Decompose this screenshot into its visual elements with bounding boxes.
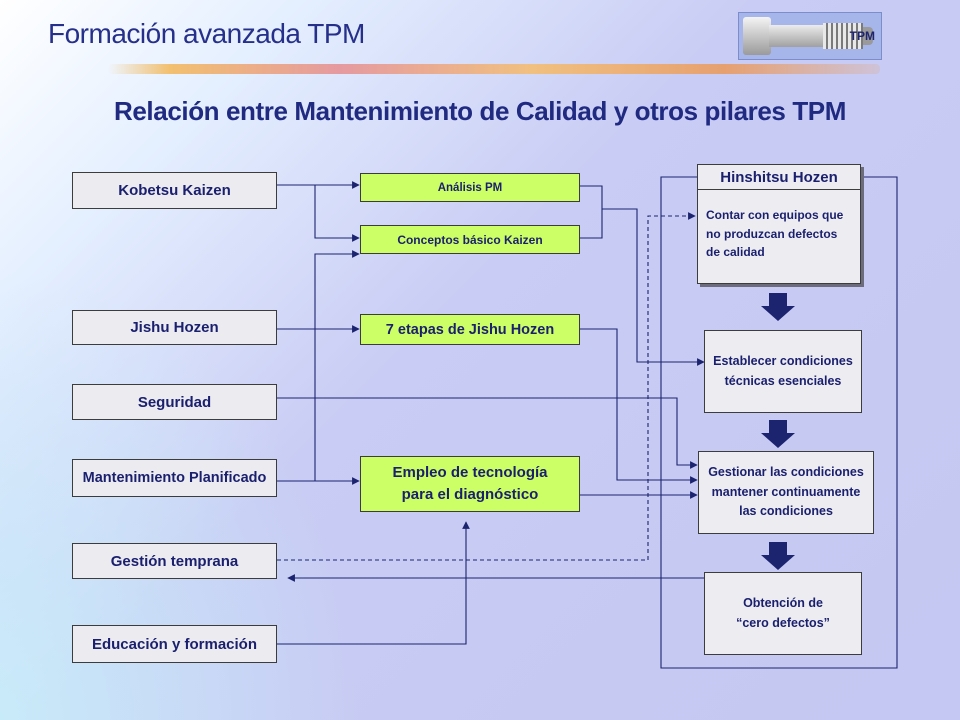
step-obtencion-cero-defectos: Obtención de “cero defectos” xyxy=(704,572,862,655)
hinshitsu-hozen-body: Contar con equipos que no produzcan defe… xyxy=(697,190,861,284)
step-gestionar-line2: mantener continuamente xyxy=(711,484,861,499)
step-establecer-line2: técnicas esenciales xyxy=(724,373,842,388)
pillar-kobetsu-label: Kobetsu Kaizen xyxy=(118,182,231,199)
kaizen-bracket xyxy=(580,185,603,239)
tool-empleo-line2: para el diagnóstico xyxy=(401,486,539,503)
down-arrow-icon-1 xyxy=(761,293,795,321)
bolt-thread-icon xyxy=(823,23,863,49)
kaizen-to-establecer-arrow xyxy=(602,208,705,366)
tool-7-etapas: 7 etapas de Jishu Hozen xyxy=(360,314,580,345)
pillar-seguridad: Seguridad xyxy=(72,384,277,420)
temprana-to-hinshitsu-dashed-arrow xyxy=(277,212,696,561)
kobetsu-to-conceptos-arrow xyxy=(314,185,360,242)
tool-empleo-line1: Empleo de tecnología xyxy=(392,464,548,482)
bolt-tip-icon xyxy=(863,27,873,45)
seguridad-to-gestionar-arrow xyxy=(277,397,698,469)
slide-title: Formación avanzada TPM xyxy=(48,18,365,49)
logo-label: TPM xyxy=(849,29,875,43)
step-gestionar-line1: Gestionar las condiciones xyxy=(708,465,864,480)
down-arrow-icon-3 xyxy=(761,542,795,570)
hinshitsu-body-line1: Contar con equipos que xyxy=(706,208,844,222)
tool-analisis-pm: Análisis PM xyxy=(360,173,580,202)
hinshitsu-body-line2: no produzcan defectos xyxy=(706,226,838,241)
feedback-loop-frame xyxy=(660,176,898,669)
decorative-rule xyxy=(108,64,880,74)
pillar-planificado-label: Mantenimiento Planificado xyxy=(82,470,267,486)
step-gestionar-line3: las condiciones xyxy=(739,504,833,519)
step-gestionar-condiciones: Gestionar las condiciones mantener conti… xyxy=(698,451,874,534)
tool-conceptos-kaizen: Conceptos básico Kaizen xyxy=(360,225,580,254)
etapas-to-gestionar-arrow xyxy=(580,328,698,484)
pillar-educacion-formacion: Educación y formación xyxy=(72,625,277,663)
tool-empleo-tecnologia: Empleo de tecnología para el diagnóstico xyxy=(360,456,580,512)
step-establecer-line1: Establecer condiciones xyxy=(713,354,853,369)
bolt-head-icon xyxy=(743,17,771,55)
pillar-seguridad-label: Seguridad xyxy=(137,393,212,411)
step-establecer-condiciones: Establecer condiciones técnicas esencial… xyxy=(704,330,862,413)
step-obtencion-line2: “cero defectos” xyxy=(736,615,830,630)
hinshitsu-body-line3: de calidad xyxy=(706,245,765,260)
pillar-kobetsu-kaizen: Kobetsu Kaizen xyxy=(72,172,277,209)
tool-etapas-label: 7 etapas de Jishu Hozen xyxy=(385,321,555,338)
pillar-educacion-label: Educación y formación xyxy=(91,635,258,653)
tpm-bolt-logo: TPM xyxy=(738,12,882,60)
diagram-subtitle: Relación entre Mantenimiento de Calidad … xyxy=(114,96,846,126)
pillar-gestion-temprana: Gestión temprana xyxy=(72,543,277,579)
pillar-temprana-label: Gestión temprana xyxy=(110,552,239,570)
educacion-to-empleo-arrow xyxy=(277,521,470,645)
planificado-to-conceptos-arrow xyxy=(314,250,360,481)
bolt-shaft-icon xyxy=(769,25,823,47)
tool-conceptos-label: Conceptos básico Kaizen xyxy=(397,232,543,247)
step-obtencion-line1: Obtención de xyxy=(743,596,823,611)
down-arrow-icon-2 xyxy=(761,420,795,448)
tool-analisis-label: Análisis PM xyxy=(437,181,503,194)
pillar-jishu-label: Jishu Hozen xyxy=(130,319,219,336)
pillar-jishu-hozen: Jishu Hozen xyxy=(72,310,277,345)
hinshitsu-hozen-title: Hinshitsu Hozen xyxy=(697,164,861,190)
pillar-mantenimiento-planificado: Mantenimiento Planificado xyxy=(72,459,277,497)
